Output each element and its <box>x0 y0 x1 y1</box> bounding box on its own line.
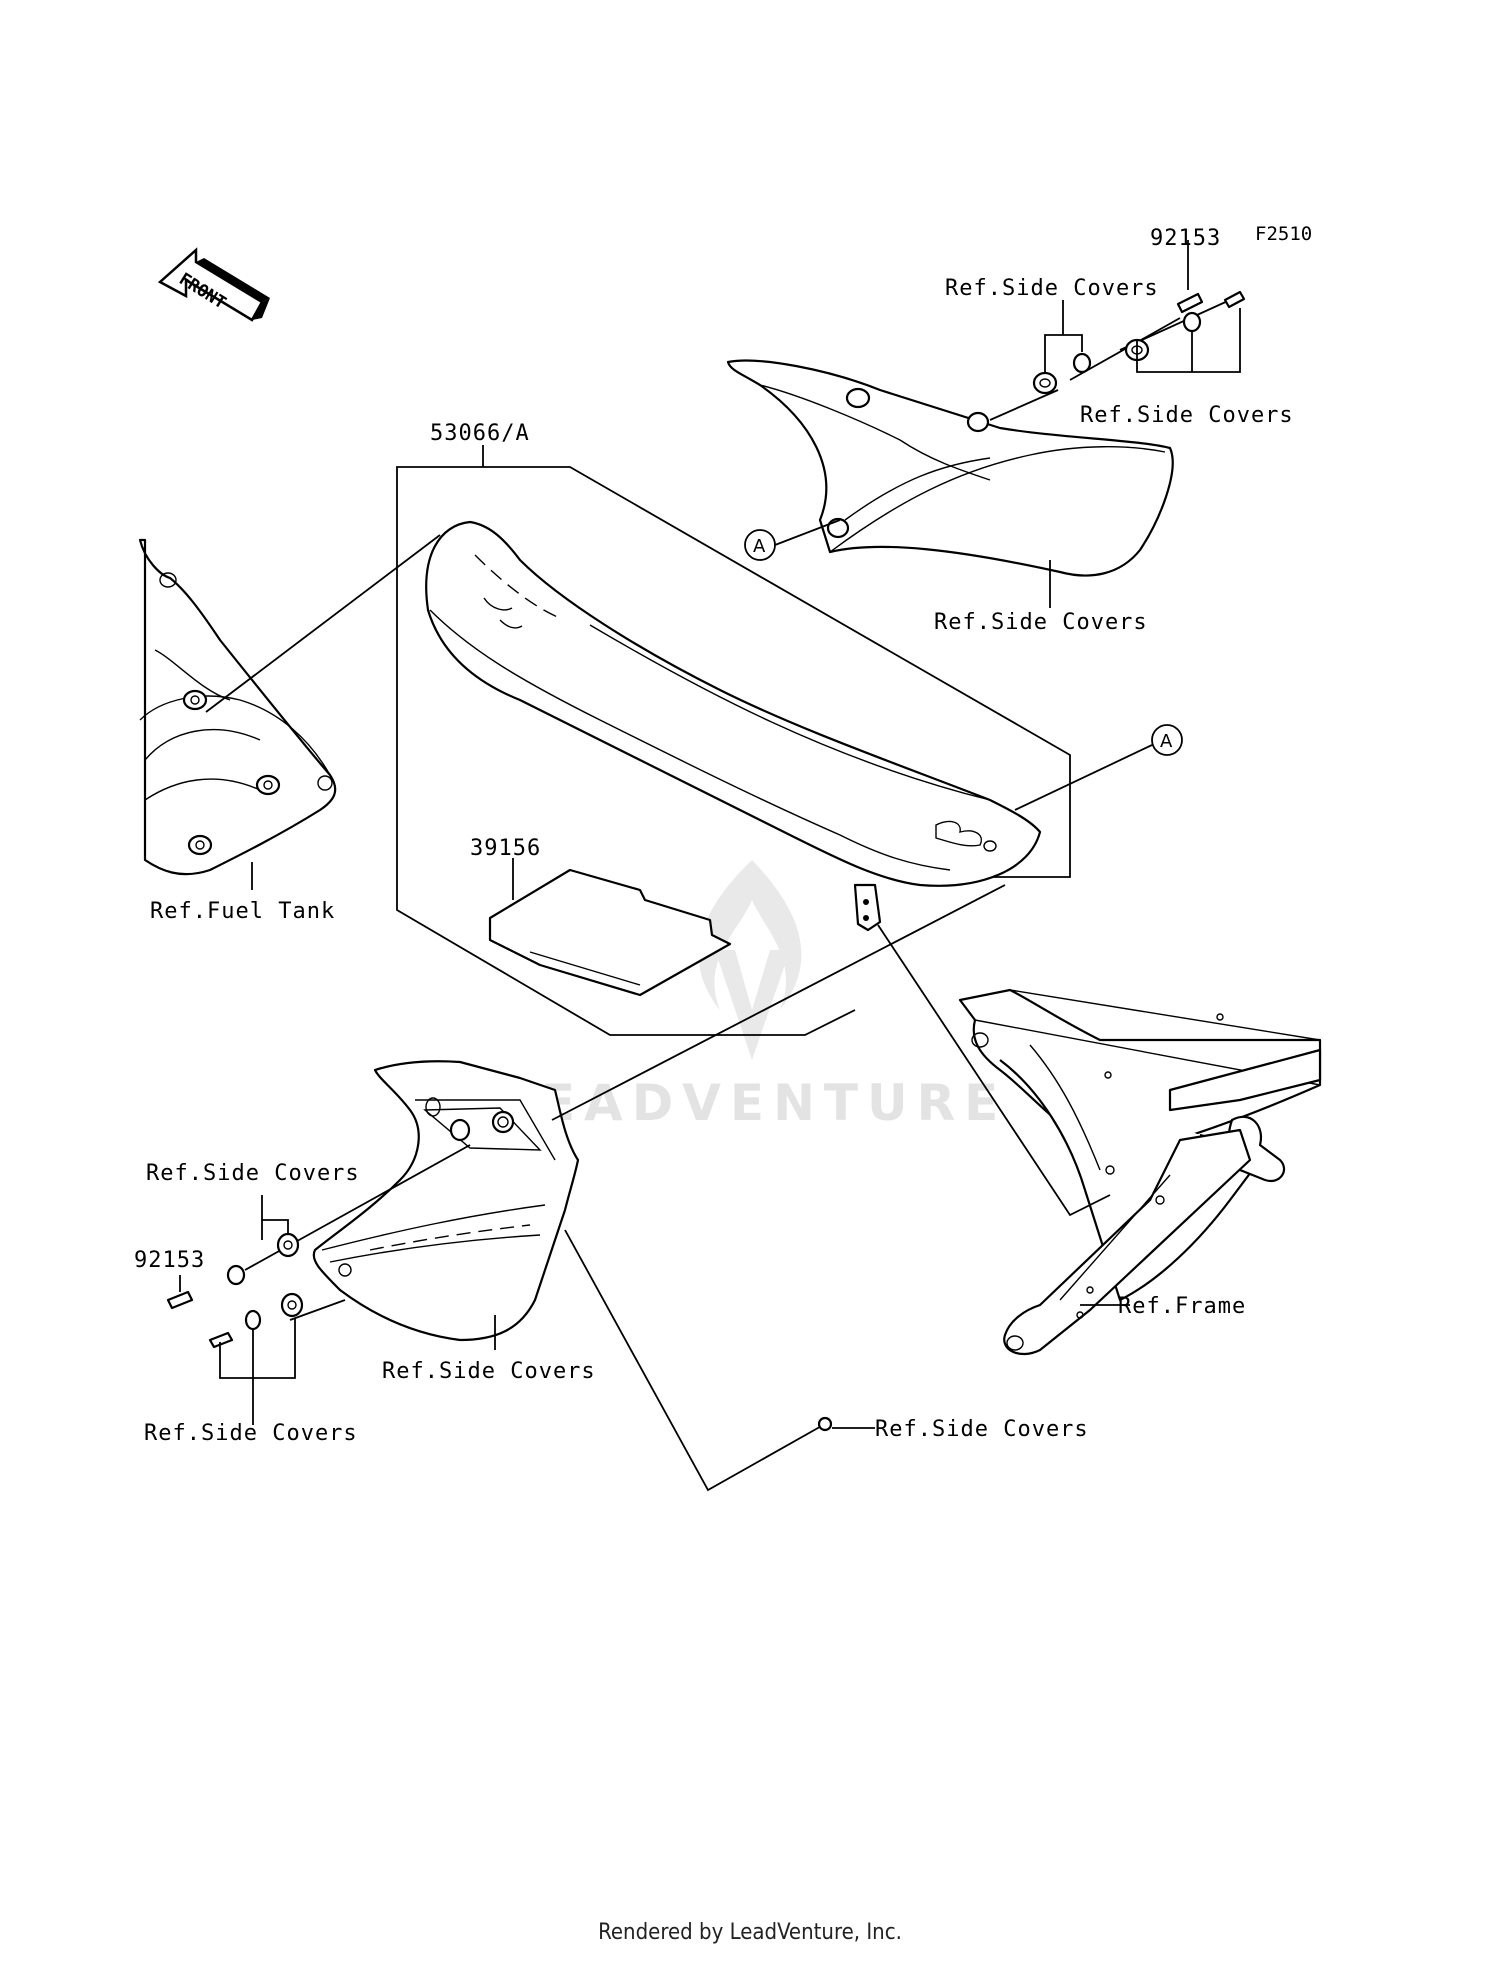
front-arrow-icon: FRONT <box>157 247 270 322</box>
ref-side-covers-label-2: Ref.Side Covers <box>1080 403 1294 428</box>
watermark-logo <box>698 860 802 1060</box>
ref-side-covers-label-5: Ref.Side Covers <box>382 1359 596 1384</box>
callout-a-lower: A <box>1160 731 1173 752</box>
ref-side-covers-label-6: Ref.Side Covers <box>144 1421 358 1446</box>
rear-frame-ref <box>958 988 1322 1356</box>
fuel-tank-ref <box>138 538 337 876</box>
ref-side-covers-label-4: Ref.Side Covers <box>146 1161 360 1186</box>
left-side-cover <box>312 1060 580 1342</box>
washer-bottom <box>817 1416 833 1432</box>
seat <box>425 520 1042 932</box>
seat-pad-39156 <box>488 868 732 997</box>
ref-frame-label: Ref.Frame <box>1118 1294 1246 1319</box>
ref-side-covers-label-1: Ref.Side Covers <box>945 276 1159 301</box>
callout-a-lower-circle <box>1151 724 1183 756</box>
callout-a-upper: A <box>753 536 766 557</box>
watermark-text: LEADVENTURE <box>500 1074 1007 1132</box>
ref-fuel-tank-label: Ref.Fuel Tank <box>150 899 335 924</box>
right-side-cover <box>726 359 1174 577</box>
ref-side-covers-label-7: Ref.Side Covers <box>875 1417 1089 1442</box>
part-number-53066-a: 53066/A <box>430 421 530 446</box>
left-hardware <box>166 1144 471 1425</box>
part-number-39156: 39156 <box>470 836 541 861</box>
ref-side-covers-label-3: Ref.Side Covers <box>934 610 1148 635</box>
diagram-code: F2510 <box>1255 223 1312 245</box>
part-number-92153-left: 92153 <box>134 1248 205 1273</box>
part-number-92153-top: 92153 <box>1150 226 1221 251</box>
callout-a-upper-circle <box>744 529 776 561</box>
top-hardware <box>989 240 1246 421</box>
footer-credit: Rendered by LeadVenture, Inc. <box>598 1920 902 1945</box>
